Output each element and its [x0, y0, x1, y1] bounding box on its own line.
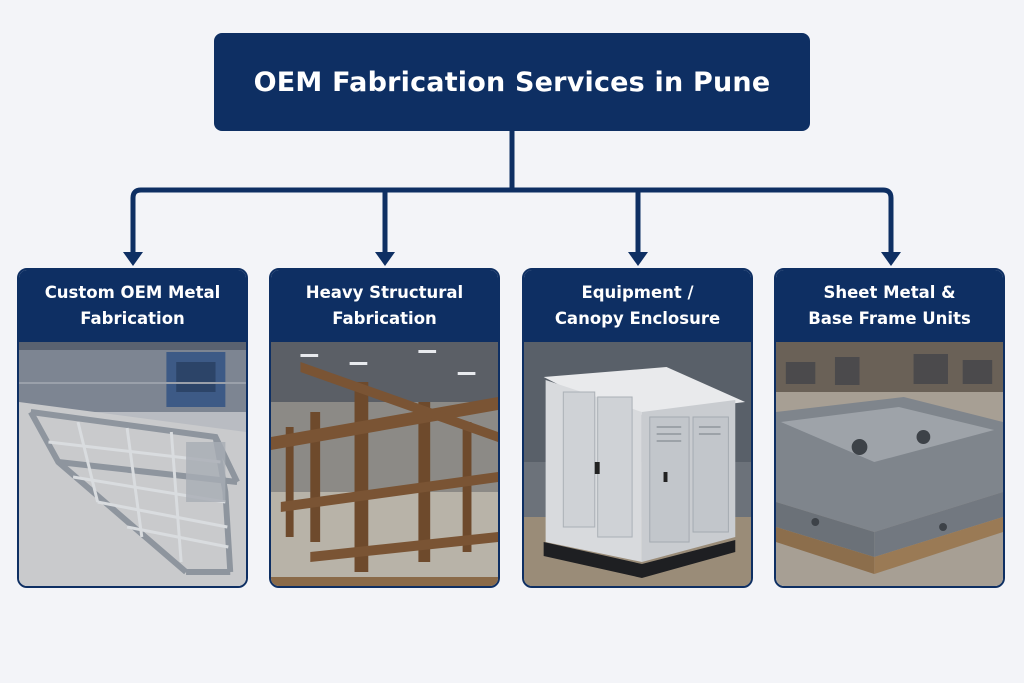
root-title: OEM Fabrication Services in Pune	[253, 66, 771, 98]
card-header: Equipment / Canopy Enclosure	[524, 270, 751, 342]
arrowhead	[881, 252, 901, 266]
card-sheet-metal-base-frame-units: Sheet Metal & Base Frame Units	[774, 268, 1005, 588]
arrowhead	[375, 252, 395, 266]
arrowhead	[123, 252, 143, 266]
card-title-line: Sheet Metal &	[823, 283, 956, 302]
rusted-steel-structure-photo	[271, 342, 498, 586]
card-title-line: Custom OEM Metal	[44, 283, 221, 302]
card-title-line: Heavy Structural	[305, 283, 464, 302]
arrowhead	[628, 252, 648, 266]
card-title-line: Fabrication	[332, 309, 437, 328]
card-custom-oem-metal-fabrication: Custom OEM Metal Fabrication	[17, 268, 248, 588]
bus-line	[130, 187, 894, 256]
card-header: Sheet Metal & Base Frame Units	[776, 270, 1003, 342]
card-title-line: Equipment /	[581, 283, 694, 302]
card-header: Custom OEM Metal Fabrication	[19, 270, 246, 342]
card-header: Heavy Structural Fabrication	[271, 270, 498, 342]
galvanized-steel-frame-photo	[19, 342, 246, 586]
card-title-line: Base Frame Units	[808, 309, 971, 328]
root-node: OEM Fabrication Services in Pune	[214, 33, 810, 131]
card-title-line: Canopy Enclosure	[554, 309, 721, 328]
card-equipment-canopy-enclosure: Equipment / Canopy Enclosure	[522, 268, 753, 588]
base-frame-unit-photo	[776, 342, 1003, 586]
card-heavy-structural-fabrication: Heavy Structural Fabrication	[269, 268, 500, 588]
card-title-line: Fabrication	[80, 309, 185, 328]
canopy-enclosure-photo	[524, 342, 751, 586]
